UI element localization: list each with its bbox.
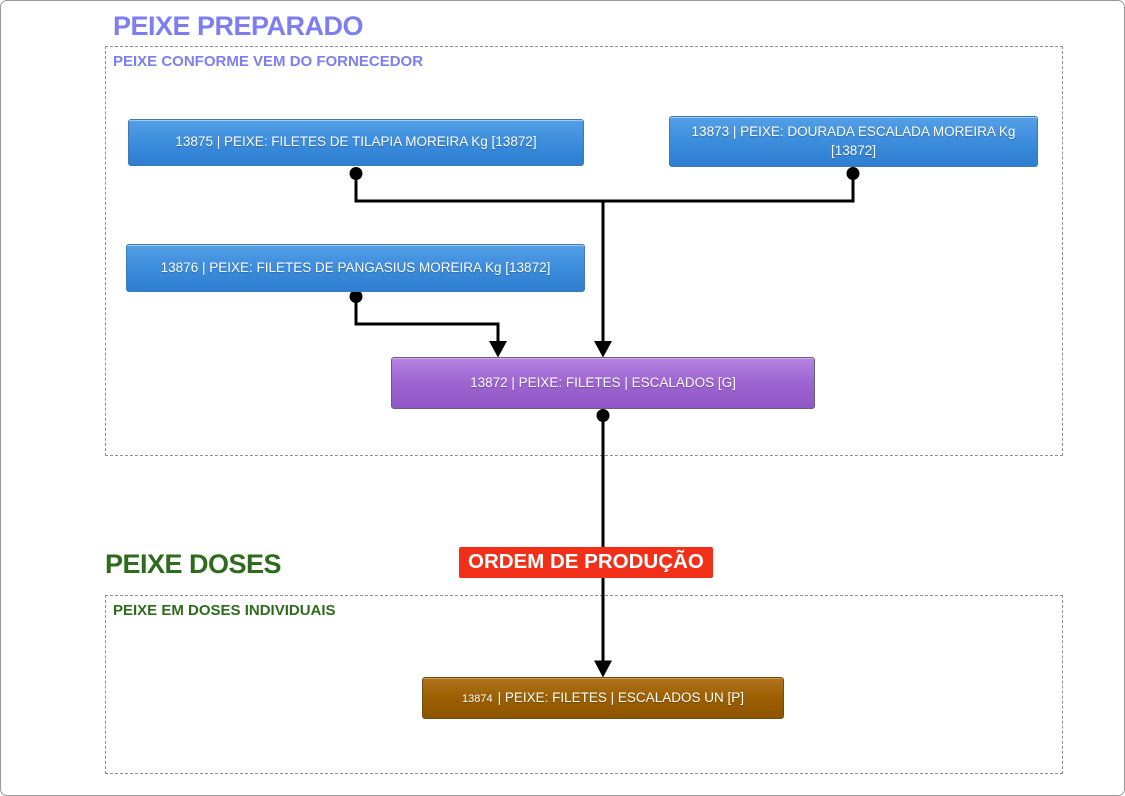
section-title-peixe-doses: PEIXE DOSES <box>105 549 282 579</box>
connector-dot <box>349 167 363 180</box>
group-label-doses-individuais: PEIXE EM DOSES INDIVIDUAIS <box>113 602 336 619</box>
node-13873-dourada-escalada[interactable]: 13873 | PEIXE: DOURADA ESCALADA MOREIRA … <box>669 116 1038 167</box>
node-13872-filetes-escalados[interactable]: 13872 | PEIXE: FILETES | ESCALADOS [G] <box>391 357 815 409</box>
connector-dot <box>846 167 860 180</box>
connector-line <box>354 300 500 342</box>
node-13874-code: 13874 <box>462 692 493 705</box>
node-13876-filetes-pangasius[interactable]: 13876 | PEIXE: FILETES DE PANGASIUS MORE… <box>126 244 585 292</box>
node-13874-label: | PEIXE: FILETES | ESCALADOS UN [P] <box>497 689 744 705</box>
connector-arrowhead <box>594 660 612 678</box>
node-13875-filetes-tilapia[interactable]: 13875 | PEIXE: FILETES DE TILAPIA MOREIR… <box>128 119 584 166</box>
connector-arrowhead <box>594 341 612 358</box>
connector-arrowhead <box>489 341 507 358</box>
group-box-fornecedor: PEIXE CONFORME VEM DO FORNECEDOR <box>105 46 1063 456</box>
group-label-fornecedor: PEIXE CONFORME VEM DO FORNECEDOR <box>113 53 424 70</box>
node-13874-filetes-escalados-un[interactable]: 13874 | PEIXE: FILETES | ESCALADOS UN [P] <box>422 677 784 719</box>
section-title-peixe-preparado: PEIXE PREPARADO <box>113 11 364 41</box>
connector-line <box>354 177 855 203</box>
connector-dot <box>349 290 363 303</box>
connector-dot <box>596 409 610 422</box>
production-order-badge: ORDEM DE PRODUÇÃO <box>459 547 713 578</box>
group-box-doses-individuais: PEIXE EM DOSES INDIVIDUAIS <box>105 595 1063 774</box>
